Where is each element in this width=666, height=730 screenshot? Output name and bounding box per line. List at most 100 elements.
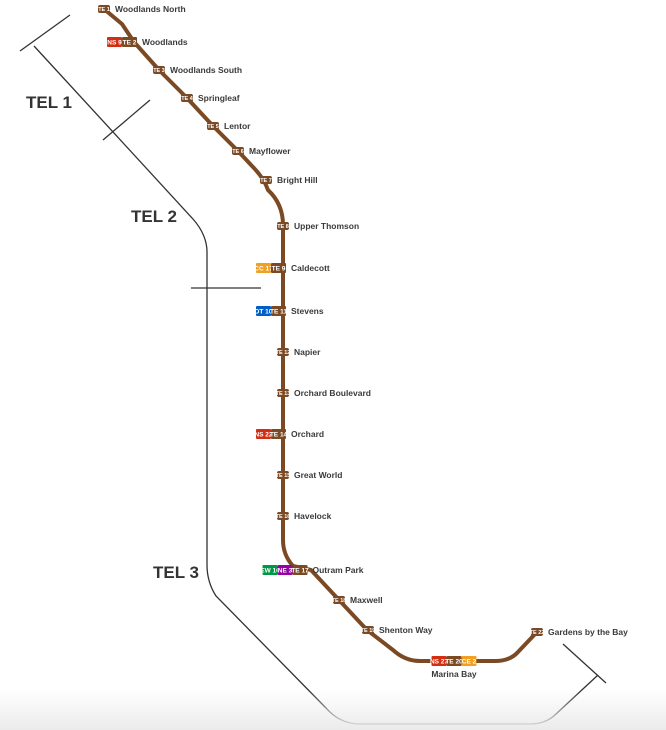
station-code-badge-cc-17: [256, 263, 271, 273]
station-code-badge-te-16: [277, 512, 289, 520]
station-code-text: TE 7: [260, 178, 272, 184]
station-code-badge-te-13: [277, 389, 289, 397]
station-code-badge-te-14: [271, 429, 286, 439]
station-code-text: TE 9: [272, 265, 286, 272]
station-mayflower: TE 6 Mayflower: [232, 146, 291, 156]
station-code-text: TE 16: [276, 514, 291, 520]
station-code-badge-ew-16: [262, 565, 278, 575]
station-code-text: NS 9: [107, 39, 122, 46]
station-code-badge-te-3: [153, 66, 165, 74]
station-code-text: CE 2: [462, 658, 477, 665]
station-code-text: TE 5: [207, 124, 219, 130]
station-woodlands-south: TE 3 Woodlands South: [153, 65, 242, 75]
tel3-end-tick: [562, 643, 607, 684]
station-code-text: TE 19: [361, 628, 376, 634]
station-name-label: Bright Hill: [277, 175, 318, 185]
station-code-text: TE 13: [276, 391, 291, 397]
station-code-text: TE 18: [332, 598, 347, 604]
station-code-text: DT 10: [255, 308, 273, 315]
station-name-label: Gardens by the Bay: [548, 627, 628, 637]
station-name-label: Springleaf: [198, 93, 240, 103]
station-name-label: Woodlands: [142, 37, 188, 47]
bottom-fade: [0, 690, 666, 730]
station-code-text: TE 4: [181, 96, 194, 102]
station-name-label: Mayflower: [249, 146, 291, 156]
station-code-text: TE 6: [232, 149, 244, 155]
tel1-start-tick: [19, 14, 71, 52]
station-name-label: Maxwell: [350, 595, 383, 605]
station-code-text: TE 20: [445, 658, 463, 665]
station-code-badge-te-2: [122, 37, 137, 47]
station-name-label: Upper Thomson: [294, 221, 359, 231]
station-name-label: Lentor: [224, 121, 251, 131]
stage-label-tel2: TEL 2: [131, 207, 177, 226]
station-code-badge-ns-9: [107, 37, 122, 47]
station-name-label: Marina Bay: [431, 669, 477, 679]
station-code-text: TE 8: [277, 224, 289, 230]
station-code-text: NS 27: [430, 658, 448, 665]
station-code-badge-te-6: [232, 147, 244, 155]
station-lentor: TE 5 Lentor: [207, 121, 251, 131]
station-upper-thomson: TE 8 Upper Thomson: [277, 221, 359, 231]
station-springleaf: TE 4 Springleaf: [181, 93, 240, 103]
station-code-text: NE 3: [278, 567, 293, 574]
station-code-text: EW 16: [260, 567, 280, 574]
station-code-badge-te-4: [181, 94, 193, 102]
station-name-label: Orchard: [291, 429, 324, 439]
station-code-badge-te-11: [271, 306, 286, 316]
station-name-label: Woodlands North: [115, 4, 186, 14]
station-code-badge-te-22: [531, 628, 543, 636]
station-name-label: Woodlands South: [170, 65, 242, 75]
stage-brackets: [19, 14, 607, 725]
station-code-badge-ns-22: [256, 429, 271, 439]
stage-boundary-line: [33, 45, 599, 725]
station-code-badge-te-8: [277, 222, 289, 230]
thomson-east-coast-line-route: [102, 7, 539, 663]
station-code-text: TE 11: [270, 308, 287, 315]
station-name-label: Shenton Way: [379, 625, 433, 635]
station-code-badge-te-1: [98, 5, 110, 13]
station-code-badge-ns-27: [431, 656, 447, 666]
station-code-badge-te-9: [271, 263, 286, 273]
station-name-label: Outram Park: [313, 565, 364, 575]
station-code-badge-ce-2: [461, 656, 477, 666]
station-code-text: TE 2: [123, 39, 137, 46]
station-code-text: TE 22: [530, 630, 545, 636]
station-code-text: TE 12: [276, 350, 291, 356]
station-code-text: CC 17: [254, 265, 273, 272]
station-name-label: Napier: [294, 347, 321, 357]
station-name-label: Caldecott: [291, 263, 330, 273]
station-code-text: TE 3: [153, 68, 165, 74]
station-code-badge-dt-10: [256, 306, 271, 316]
station-code-text: TE 15: [276, 473, 291, 479]
station-name-label: Orchard Boulevard: [294, 388, 371, 398]
tel1-tel2-divider-tick: [102, 99, 151, 141]
station-code-badge-te-5: [207, 122, 219, 130]
station-code-badge-te-7: [260, 176, 272, 184]
station-code-badge-te-18: [333, 596, 345, 604]
station-name-label: Havelock: [294, 511, 332, 521]
station-code-text: TE 17: [291, 567, 309, 574]
station-code-badge-ne-3: [277, 565, 293, 575]
station-code-text: TE 14: [270, 431, 288, 438]
stage-label-tel3: TEL 3: [153, 563, 199, 582]
station-code-badge-te-17: [292, 565, 308, 575]
station-code-text: NS 22: [254, 431, 272, 438]
station-code-badge-te-15: [277, 471, 289, 479]
station-name-label: Stevens: [291, 306, 324, 316]
